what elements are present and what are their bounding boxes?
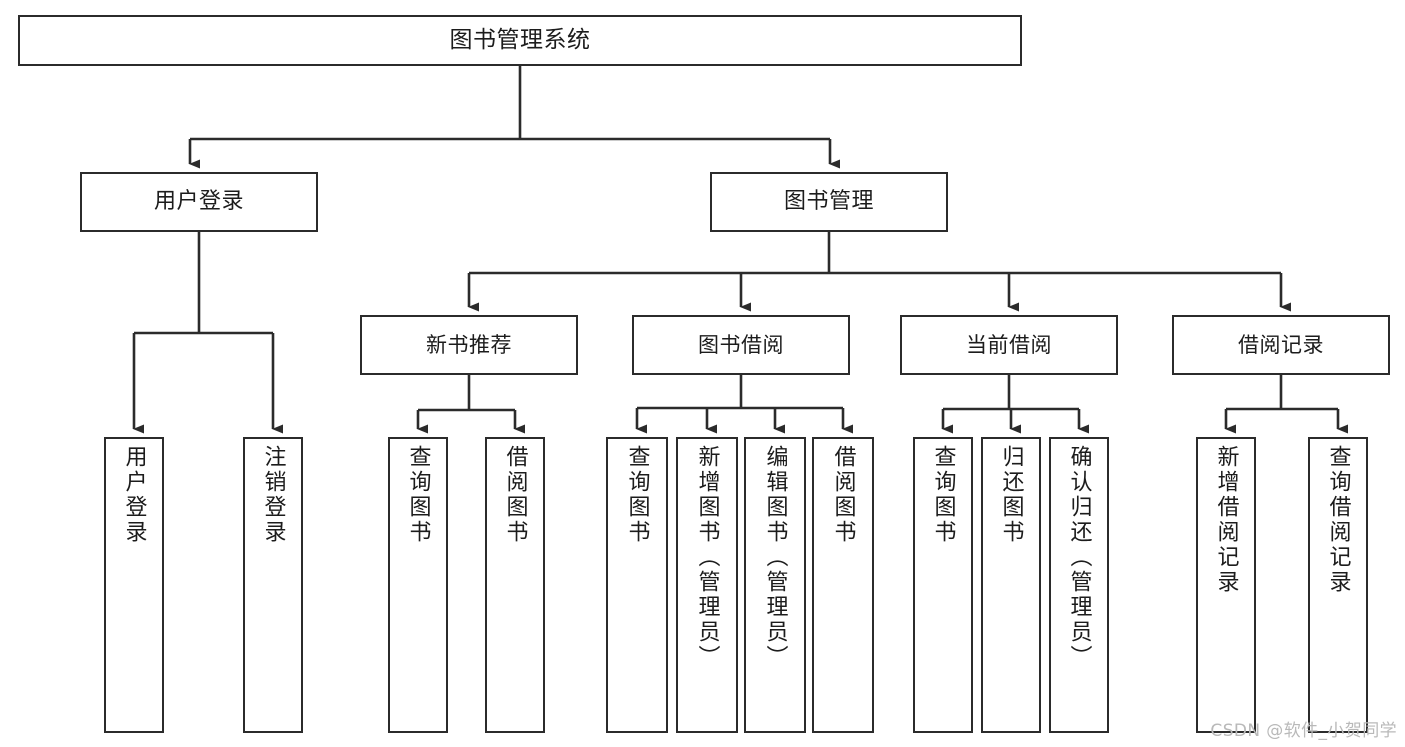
node-book-management[interactable]: 图书管理 [710,172,948,232]
leaf-node[interactable]: 查询借阅记录 [1308,437,1368,733]
leaf-node-label: 借阅图书 [830,445,856,545]
leaf-node-label: 查询借阅记录 [1325,445,1351,595]
leaf-node[interactable]: 新增借阅记录 [1196,437,1256,733]
node-book-borrow[interactable]: 图书借阅 [632,315,850,375]
node-root[interactable]: 图书管理系统 [18,15,1022,66]
node-current-borrow-label: 当前借阅 [966,332,1052,357]
leaf-node-label: 用户登录 [121,445,147,545]
leaf-node[interactable]: 借阅图书 [485,437,545,733]
node-borrow-record[interactable]: 借阅记录 [1172,315,1390,375]
leaf-node-label: 编辑图书（管理员） [762,445,788,670]
node-current-borrow[interactable]: 当前借阅 [900,315,1118,375]
leaf-node-label: 借阅图书 [502,445,528,545]
leaf-node[interactable]: 确认归还（管理员） [1049,437,1109,733]
node-root-label: 图书管理系统 [449,26,591,53]
leaf-node[interactable]: 注销登录 [243,437,303,733]
node-borrow-record-label: 借阅记录 [1238,332,1324,357]
leaf-node-label: 归还图书 [998,445,1024,545]
leaf-node-label: 确认归还（管理员） [1066,445,1092,670]
leaf-node[interactable]: 归还图书 [981,437,1041,733]
node-book-borrow-label: 图书借阅 [698,332,784,357]
leaf-node[interactable]: 新增图书（管理员） [676,437,738,733]
leaf-node[interactable]: 查询图书 [388,437,448,733]
node-book-management-label: 图书管理 [783,189,874,215]
leaf-node-label: 注销登录 [260,445,286,545]
leaf-node[interactable]: 编辑图书（管理员） [744,437,806,733]
leaf-node-label: 新增图书（管理员） [694,445,720,670]
node-user-login[interactable]: 用户登录 [80,172,318,232]
leaf-node-label: 查询图书 [930,445,956,545]
leaf-node[interactable]: 借阅图书 [812,437,874,733]
leaf-node[interactable]: 查询图书 [913,437,973,733]
node-new-book-recommend-label: 新书推荐 [426,332,512,357]
leaf-node[interactable]: 查询图书 [606,437,668,733]
leaf-node[interactable]: 用户登录 [104,437,164,733]
leaf-node-label: 新增借阅记录 [1213,445,1239,595]
csdn-watermark: CSDN @软件_小贺同学 [1210,721,1397,741]
node-new-book-recommend[interactable]: 新书推荐 [360,315,578,375]
leaf-node-label: 查询图书 [405,445,431,545]
leaf-node-label: 查询图书 [624,445,650,545]
node-user-login-label: 用户登录 [153,189,244,215]
